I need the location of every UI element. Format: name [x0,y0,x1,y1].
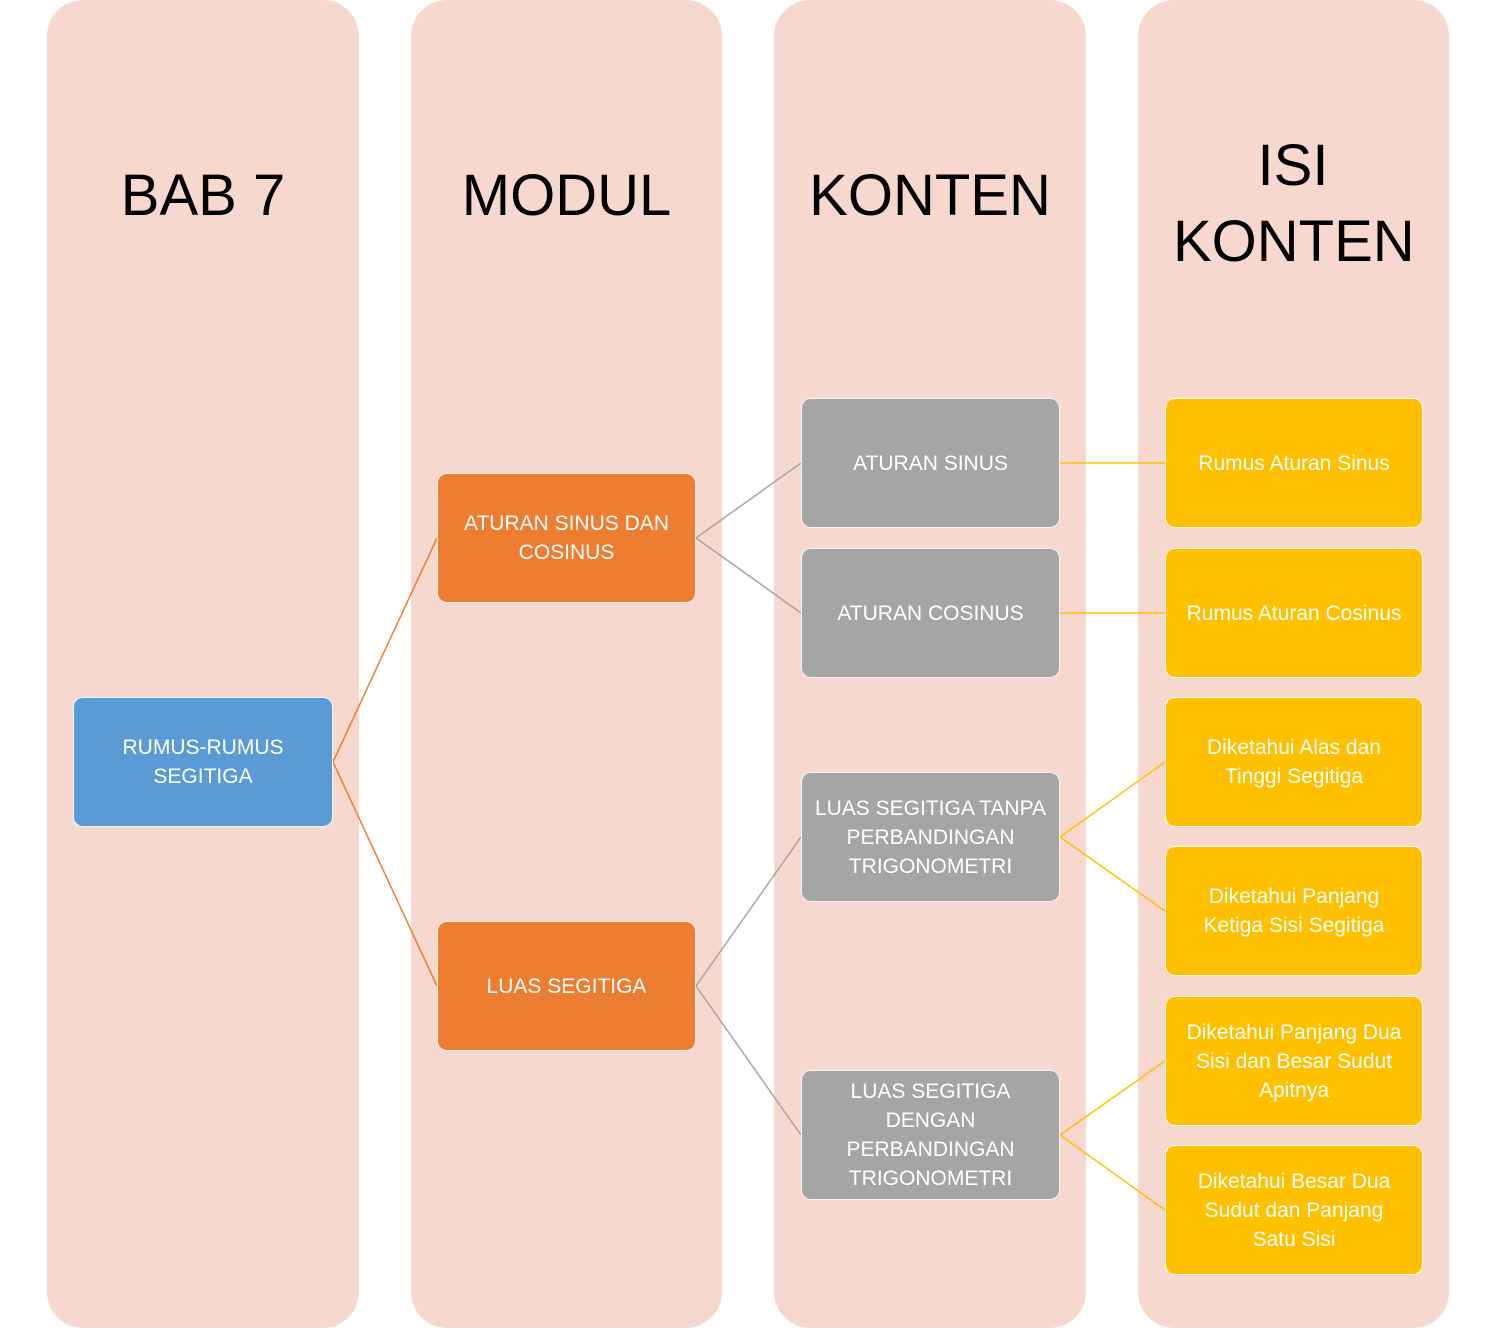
node-root[interactable]: RUMUS-RUMUS SEGITIGA [73,697,333,827]
node-isi-rumus-aturan-cosinus[interactable]: Rumus Aturan Cosinus [1165,548,1423,678]
node-label: ATURAN SINUS DAN COSINUS [464,512,669,564]
connector-modul2-konten4 [695,985,802,1136]
node-label: LUAS SEGITIGA [486,974,647,998]
connector-konten4-isi6 [1059,1134,1166,1211]
column-modul: MODUL [411,0,722,1328]
connector-root-modul1 [332,537,438,763]
connector-modul1-konten1 [695,462,802,539]
node-label: LUAS SEGITIGA TANPA PERBANDINGAN TRIGONO… [814,796,1047,878]
node-label: Rumus Aturan Cosinus [1186,601,1402,625]
node-konten-aturan-cosinus[interactable]: ATURAN COSINUS [801,548,1060,678]
column-title-konten: KONTEN [809,163,1051,228]
column-title-bab: BAB 7 [120,163,286,228]
node-modul-aturan-sinus-cosinus[interactable]: ATURAN SINUS DAN COSINUS [437,473,696,603]
connector-konten4-isi5 [1059,1060,1166,1136]
node-label: Diketahui Besar Dua Sudut dan Panjang Sa… [1197,1169,1391,1251]
node-label: LUAS SEGITIGA DENGAN PERBANDINGAN TRIGON… [846,1080,1015,1190]
connector-modul2-konten3 [695,836,802,987]
node-label: Diketahui Alas dan Tinggi Segitiga [1207,736,1381,788]
connector-konten3-isi3 [1059,761,1166,838]
node-isi-dua-sisi-sudut-apit[interactable]: Diketahui Panjang Dua Sisi dan Besar Sud… [1165,996,1423,1126]
connector-root-modul2 [332,761,438,987]
connector-modul1-konten2 [695,537,802,614]
node-label: Diketahui Panjang Ketiga Sisi Segitiga [1203,885,1385,937]
node-label: ATURAN COSINUS [837,601,1024,625]
node-modul-luas-segitiga[interactable]: LUAS SEGITIGA [437,921,696,1051]
column-title-isi-konten: ISI KONTEN [1173,133,1415,274]
node-isi-tiga-sisi[interactable]: Diketahui Panjang Ketiga Sisi Segitiga [1165,846,1423,976]
node-isi-rumus-aturan-sinus[interactable]: Rumus Aturan Sinus [1165,398,1423,528]
node-isi-alas-tinggi[interactable]: Diketahui Alas dan Tinggi Segitiga [1165,697,1423,827]
connector-konten3-isi4 [1059,836,1166,912]
node-label: Diketahui Panjang Dua Sisi dan Besar Sud… [1186,1020,1402,1102]
column-bab: BAB 7 [47,0,359,1328]
node-label: Rumus Aturan Sinus [1198,451,1390,475]
node-konten-luas-dengan-trigonometri[interactable]: LUAS SEGITIGA DENGAN PERBANDINGAN TRIGON… [801,1070,1060,1200]
node-root-label: RUMUS-RUMUS SEGITIGA [122,736,284,788]
node-konten-aturan-sinus[interactable]: ATURAN SINUS [801,398,1060,528]
node-isi-dua-sudut-satu-sisi[interactable]: Diketahui Besar Dua Sudut dan Panjang Sa… [1165,1145,1423,1275]
node-label: ATURAN SINUS [853,451,1008,475]
node-konten-luas-tanpa-trigonometri[interactable]: LUAS SEGITIGA TANPA PERBANDINGAN TRIGONO… [801,772,1060,902]
column-title-modul: MODUL [461,163,672,228]
